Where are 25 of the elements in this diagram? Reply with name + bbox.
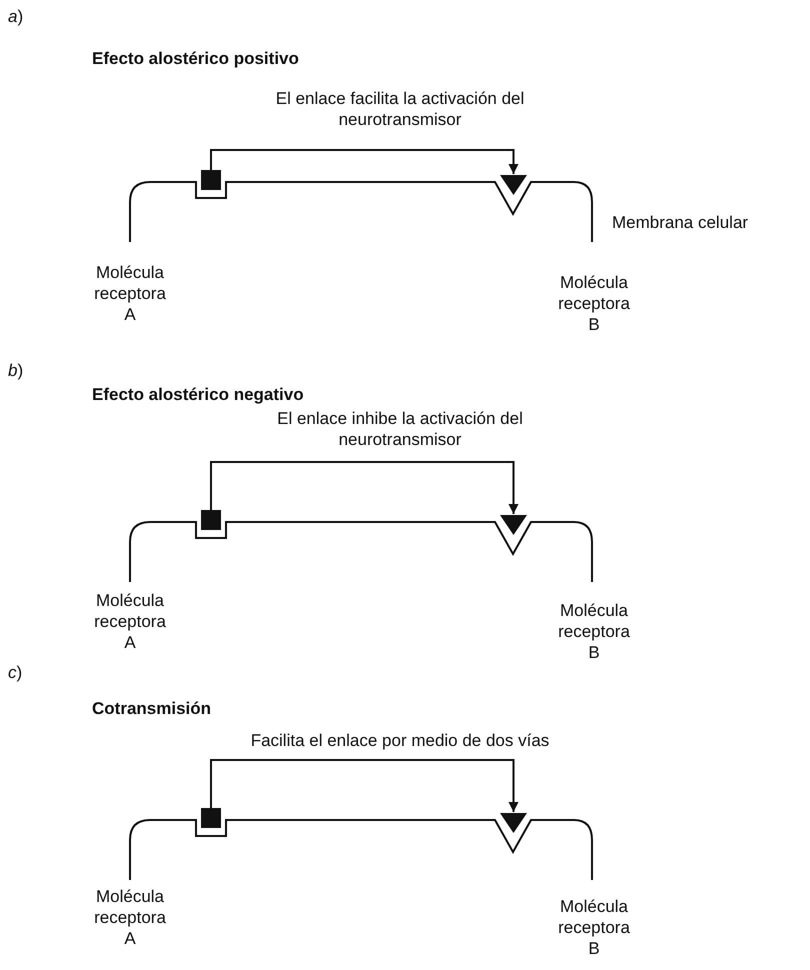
filled-square-marker: [201, 510, 221, 530]
edge-label: El enlace facilita la activación del neurotransmisor: [275, 88, 525, 130]
edge-label: Facilita el enlace por medio de dos vías: [250, 730, 550, 751]
structure-label: Molécula receptora A: [93, 886, 167, 949]
bracket-arrow: [210, 461, 518, 514]
structure-label: Membrana celular: [612, 212, 750, 233]
panel-letter: a): [8, 6, 24, 27]
bracket-arrow: [210, 149, 518, 174]
structure-label: Molécula receptora A: [93, 590, 167, 653]
structure-label: Molécula receptora B: [557, 896, 631, 959]
structure-label: Molécula receptora B: [557, 272, 631, 335]
panel-heading: Efecto alostérico positivo: [92, 48, 300, 69]
structure-label: Molécula receptora A: [93, 262, 167, 325]
bracket-arrow: [210, 759, 518, 812]
filled-triangle-marker: [500, 175, 527, 195]
filled-triangle-marker: [500, 515, 527, 535]
filled-square-marker: [201, 170, 221, 190]
panel-letter: b): [8, 360, 24, 381]
structure-label: Molécula receptora B: [557, 600, 631, 663]
edge-label: El enlace inhibe la activación del neurotransmisor: [276, 408, 524, 450]
panel-letter: c): [8, 662, 22, 683]
panel-heading: Cotransmisión: [92, 698, 212, 719]
filled-square-marker: [201, 808, 221, 828]
filled-triangle-marker: [500, 813, 527, 833]
panel-heading: Efecto alostérico negativo: [92, 384, 305, 405]
